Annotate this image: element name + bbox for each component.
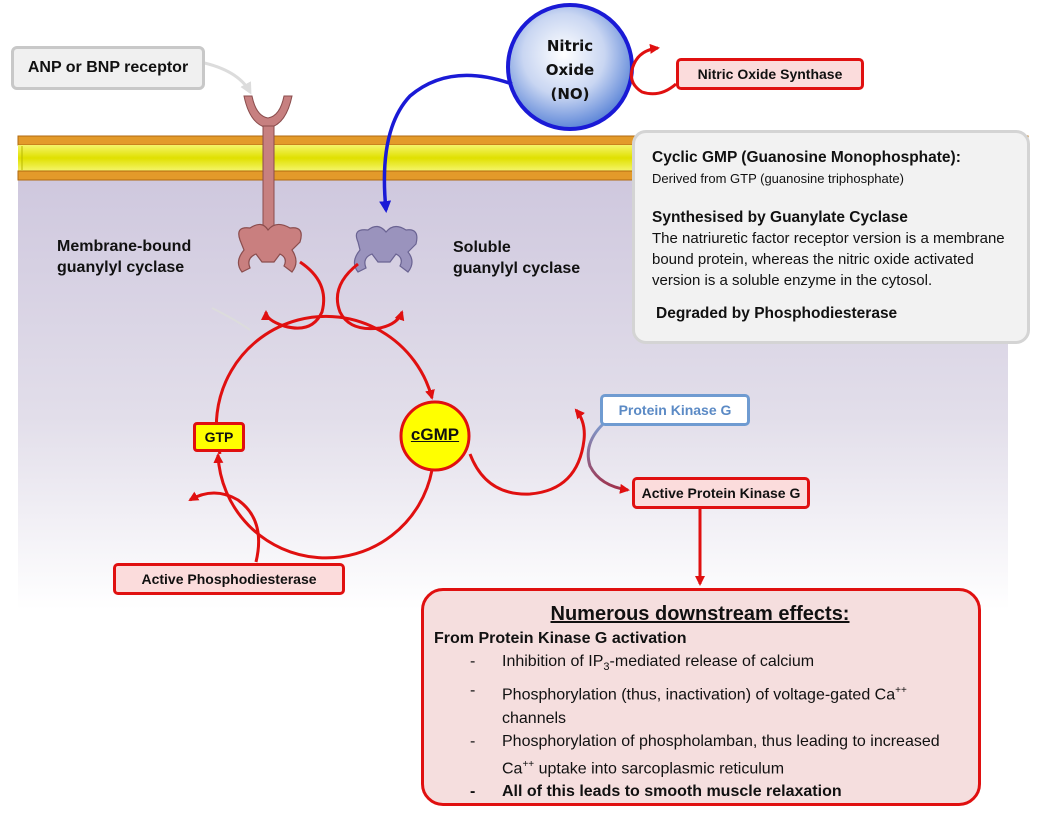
effect1-sub: 3: [603, 661, 610, 674]
info-derived-line: Derived from GTP (guanosine triphosphate…: [652, 171, 904, 186]
cgmp-info-box: Cyclic GMP (Guanosine Monophosphate): De…: [632, 130, 1030, 344]
nitric-oxide-synthase-label: Nitric Oxide Synthase: [676, 58, 864, 90]
active-protein-kinase-g-label: Active Protein Kinase G: [632, 477, 810, 509]
effect-item: - All of this leads to smooth muscle rel…: [434, 780, 966, 803]
soluble-gc-label: Soluble guanylyl cyclase: [453, 237, 580, 279]
effect2-sup: ++: [895, 685, 907, 697]
soluble-gc-line1: Soluble: [453, 239, 511, 256]
soluble-gc-line2: guanylyl cyclase: [453, 260, 581, 277]
effect3-pre: Ca: [502, 759, 523, 777]
effect2-text: Phosphorylation (thus, inactivation) of …: [502, 686, 896, 704]
info-heading-degraded: Degraded by Phosphodiesterase: [656, 305, 898, 322]
info-heading-cgmp: Cyclic GMP (Guanosine Monophosphate):: [652, 149, 961, 166]
membrane-gc-line2: guanylyl cyclase: [57, 259, 185, 276]
list-dash: -: [470, 653, 476, 670]
info-paragraph: The natriuretic factor receptor version …: [652, 230, 1005, 289]
list-dash: -: [470, 782, 476, 800]
effect-item: - Inhibition of IP3-mediated release of …: [434, 650, 966, 679]
nitric-oxide-label: Nitric Oxide (NO): [528, 34, 612, 106]
gtp-label: GTP: [193, 422, 245, 452]
cgmp-circle: [399, 400, 471, 472]
cgmp-label: cGMP: [410, 425, 460, 444]
no-line1: Nitric: [546, 37, 594, 55]
effect3-sup: ++: [522, 758, 535, 770]
effect3-line1: Phosphorylation of phospholamban, thus l…: [502, 732, 940, 750]
list-dash: -: [470, 682, 476, 700]
effect3-post: uptake into sarcoplasmic reticulum: [534, 759, 785, 777]
receptor-label: ANP or BNP receptor: [11, 46, 205, 90]
no-line3: (NO): [550, 85, 590, 103]
effect1-text: Inhibition of IP: [502, 653, 604, 670]
membrane-gc-label: Membrane-bound guanylyl cyclase: [57, 236, 191, 278]
effects-subtitle: From Protein Kinase G activation: [434, 630, 687, 647]
effect1-text-end: -mediated release of calcium: [609, 653, 815, 670]
downstream-effects-box: Numerous downstream effects: From Protei…: [421, 588, 981, 806]
info-heading-synthesis: Synthesised by Guanylate Cyclase: [652, 209, 908, 226]
membrane-gc-line1: Membrane-bound: [57, 238, 192, 255]
soluble-enzyme-shape: [353, 225, 418, 273]
effect-item: - Phosphorylation (thus, inactivation) o…: [434, 679, 966, 729]
cell-membrane: [17, 135, 1029, 181]
protein-kinase-g-label: Protein Kinase G: [600, 394, 750, 426]
effects-title: Numerous downstream effects:: [550, 603, 850, 625]
active-phosphodiesterase-label: Active Phosphodiesterase: [113, 563, 345, 595]
effects-list: - Inhibition of IP3-mediated release of …: [434, 650, 966, 803]
no-line2: Oxide: [545, 61, 595, 79]
effect2-text-end: channels: [502, 709, 567, 727]
effect4-text: All of this leads to smooth muscle relax…: [502, 782, 842, 800]
receptor-shape: [237, 95, 302, 273]
effect-item: - Phosphorylation of phospholamban, thus…: [434, 730, 966, 780]
list-dash: -: [470, 732, 476, 750]
